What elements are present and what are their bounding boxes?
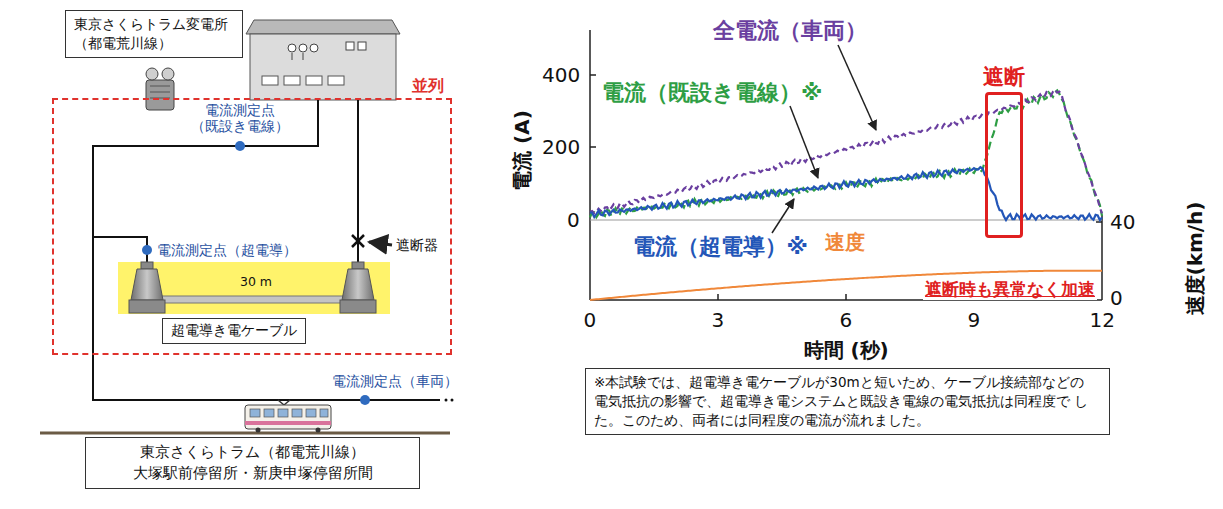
- chart-series: [590, 89, 1102, 300]
- annotation-text: 遮断時も異常なく加速: [923, 280, 1097, 300]
- axis-tick: 200: [542, 136, 580, 159]
- breaker-label: 遮断器: [396, 237, 438, 253]
- leader-arrow: [772, 45, 876, 233]
- axis-tick: 400: [542, 64, 580, 87]
- node-text: 遮断: [983, 63, 1025, 91]
- wire-continuation: [445, 399, 454, 402]
- location-box: 東京さくらトラム（都電荒川線） 大塚駅前停留所・新庚申塚停留所間: [85, 437, 420, 489]
- axis-tick: 0: [1110, 287, 1123, 310]
- measurement-point-label: 電流測定点（車両）: [332, 373, 458, 389]
- superconducting-current-line: [590, 167, 1102, 220]
- axis-tick: 0: [584, 309, 597, 332]
- axis-title: 時間 (秒): [804, 339, 889, 362]
- axis-tick: 0: [567, 209, 580, 232]
- node-text: 30 m: [120, 274, 392, 289]
- measurement-point-label: 電流測定点（超電導）: [157, 242, 297, 258]
- series-label: 全電流（車両）: [713, 18, 867, 43]
- axis-tick: 40: [1110, 211, 1135, 234]
- chart-axes: [590, 30, 1102, 300]
- axis-title: 電流 (A): [510, 110, 533, 191]
- axis-tick: 12: [1090, 309, 1115, 332]
- node-text: 東京さくらトラム変電所 （都電荒川線）: [74, 15, 234, 53]
- speed-line: [590, 271, 1102, 300]
- axis-tick: 6: [840, 309, 853, 332]
- substation-building: [246, 20, 400, 100]
- series-label: 電流（超電導）※: [633, 234, 808, 259]
- axis-tick: 3: [712, 309, 725, 332]
- tram-illustration: [40, 400, 450, 433]
- series-label: 電流（既設き電線）※: [602, 80, 822, 105]
- feeder-wires: [93, 100, 440, 400]
- node-text: 東京さくらトラム（都電荒川線） 大塚駅前停留所・新庚申塚停留所間: [94, 442, 411, 484]
- cutoff-box: 遮断: [985, 92, 1023, 238]
- cable-band: 30 m: [120, 264, 392, 316]
- note-box: ※本試験では、超電導き電ケーブルが30mと短いため、ケーブル接続部などの 電気抵…: [585, 368, 1110, 435]
- zero-line: [590, 219, 1102, 220]
- measurement-dot: [142, 141, 370, 405]
- axis-tick: 9: [968, 309, 981, 332]
- series-label: 速度: [825, 231, 865, 254]
- total-current-line: [590, 89, 1102, 213]
- measurement-point-label: 電流測定点 （既設き電線）: [184, 102, 296, 134]
- axis-title: 速度(km/h): [1184, 201, 1207, 315]
- transformer-icon: [146, 68, 174, 110]
- parallel-region: 並列30 m超電導き電ケーブル: [52, 98, 452, 355]
- label-box: 東京さくらトラム変電所 （都電荒川線）: [65, 10, 243, 58]
- breaker-symbol: [352, 235, 364, 247]
- leader-arrow: [369, 242, 392, 245]
- existing-feeder-current-line: [590, 90, 1102, 217]
- node-text: ※本試験では、超電導き電ケーブルが30mと短いため、ケーブル接続部などの 電気抵…: [594, 373, 1101, 430]
- node-text: 並列: [412, 76, 444, 97]
- node-text: 超電導き電ケーブル: [171, 322, 297, 340]
- cable-label-box: 超電導き電ケーブル: [162, 318, 306, 344]
